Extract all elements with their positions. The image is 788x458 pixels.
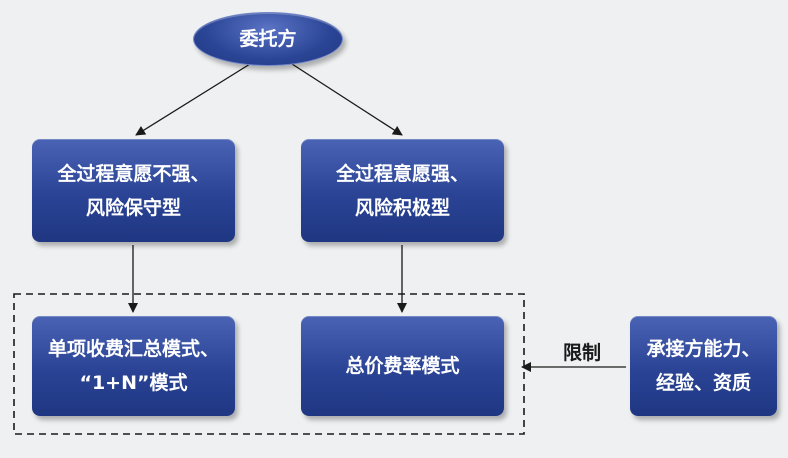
node-client: 委托方 [193, 12, 343, 66]
node-contractor-ability: 承接方能力、 经验、资质 [630, 316, 777, 416]
label-limit: 限制 [563, 342, 602, 364]
node-single-mode: 单项收费汇总模式、 “1+N”模式 [32, 316, 235, 416]
node-aggressive: 全过程意愿强、 风险积极型 [301, 139, 504, 242]
arrow-client-to-aggressive [291, 63, 403, 136]
arrow-client-to-conservative [135, 63, 251, 136]
node-total-rate-mode: 总价费率模式 [301, 316, 504, 416]
node-conservative: 全过程意愿不强、 风险保守型 [32, 139, 235, 242]
